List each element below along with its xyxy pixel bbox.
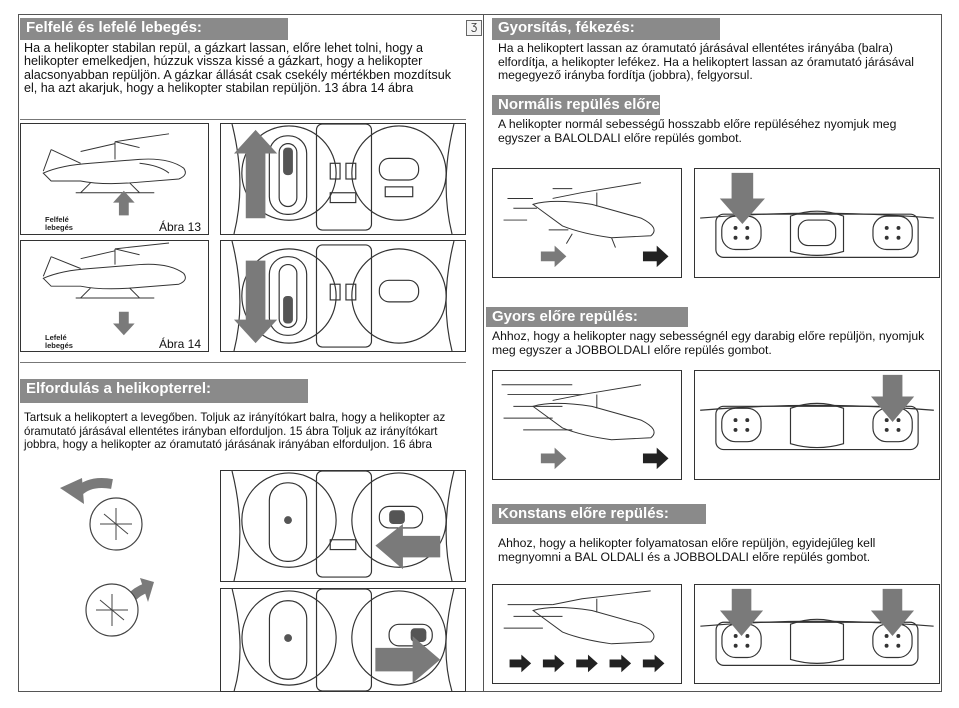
document-icon[interactable]: Ʒ [466,20,482,36]
figure-constant-forward-controller [694,584,940,684]
section-text-hover: Ha a helikopter stabilan repül, a gázkar… [24,41,452,96]
helicopter-normal-forward [503,182,669,268]
figure-normal-forward-helicopter [492,168,682,278]
section-title-fast-forward: Gyors előre repülés: [486,307,688,327]
column-divider [483,14,484,692]
figure-13-label: Felfelé lebegés [45,215,73,232]
helicopter-down-drawing [42,242,186,336]
figure-normal-forward-controller [694,168,940,278]
section-title-constant-forward: Konstans előre repülés: [492,504,706,524]
helicopter-fast-forward [501,384,669,470]
section-title-normal-forward: Normális repülés előre: [492,95,665,115]
manual-page [18,14,942,692]
section-title-accelerate: Gyorsítás, fékezés: [492,18,720,40]
section-text-fast-forward: Ahhoz, hogy a helikopter nagy sebességné… [492,329,925,357]
helicopter-constant-forward [503,590,665,673]
figure-fast-forward-controller [694,370,940,480]
rotate-right-figure [85,578,154,637]
figure-fast-forward-helicopter [492,370,682,480]
rotate-left-figure [60,478,143,551]
figure-16-controller [220,588,466,692]
section-text-turning: Tartsuk a helikoptert a levegőben. Tolju… [24,411,446,451]
rotation-figures [60,478,154,637]
figure-14-controller [220,240,466,352]
figure-constant-forward-helicopter [492,584,682,684]
controller-throttle-up [231,124,455,234]
figure-14-caption: Ábra 14 [159,337,202,351]
controller-left-forward-button [700,172,934,258]
figure-14-label: Lefelé lebegés [45,333,73,350]
controller-right-forward-button [700,374,934,451]
figure-13-controller [220,123,466,235]
figure-14-helicopter: Lefelé lebegés Ábra 14 [20,240,209,352]
controller-steer-left [231,471,455,581]
section-title-hover: Felfelé és lefelé lebegés: [20,18,288,40]
helicopter-up-drawing [42,133,186,216]
section-title-turning: Elfordulás a helikopterrel: [20,379,308,403]
divider [20,362,466,363]
section-text-normal-forward: A helikopter normál sebességű hosszabb e… [498,117,897,145]
figure-13-caption: Ábra 13 [159,220,202,234]
figure-15-controller [220,470,466,582]
figure-13-helicopter: Felfelé lebegés Ábra 13 [20,123,209,235]
controller-both-forward-buttons [700,588,934,666]
section-text-constant-forward: Ahhoz, hogy a helikopter folyamatosan el… [498,536,876,564]
controller-steer-right [231,589,455,691]
divider [20,119,466,120]
controller-throttle-down [231,241,455,351]
section-text-accelerate: Ha a helikoptert lassan az óramutató jár… [498,41,914,83]
